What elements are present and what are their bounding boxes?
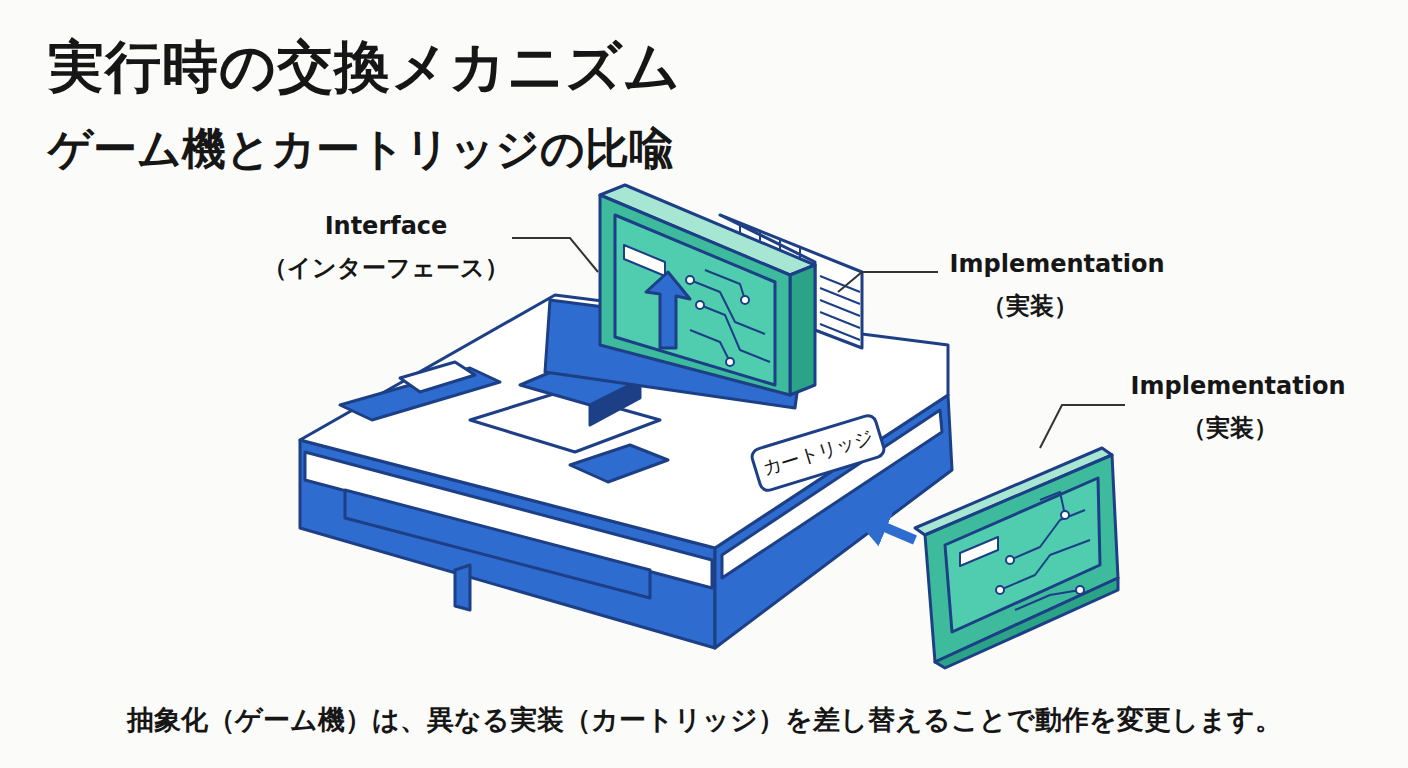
reset-button <box>570 445 668 482</box>
insert-arrow <box>646 272 690 348</box>
cartridge-sticker <box>624 245 665 276</box>
diagram-title: 実行時の交換メカニズム <box>48 30 681 106</box>
eject-lever-side <box>590 380 640 425</box>
console-notch <box>455 565 470 610</box>
callout-label: Implementation <box>1131 372 1346 400</box>
circuit-lines <box>686 270 770 366</box>
cartridge-window <box>615 215 775 385</box>
swap-arrow <box>868 520 915 540</box>
callout-label: （実装） <box>982 290 1078 322</box>
cartridge-window <box>945 478 1100 632</box>
power-switch <box>400 362 475 392</box>
diagram-caption: 抽象化（ゲーム機）は、異なる実装（カートリッジ）を差し替えることで動作を変更しま… <box>127 702 1282 738</box>
callout-label: Implementation <box>950 250 1165 278</box>
callout-label: （実装） <box>1182 412 1278 444</box>
circuit-lines <box>996 492 1090 610</box>
console-front-stripe <box>345 490 650 598</box>
console-side-band <box>722 410 942 578</box>
cartridge-inserted <box>600 195 790 395</box>
cartridge-sticker <box>960 537 998 566</box>
callout-label: （インターフェース） <box>263 252 509 284</box>
callout-label: Interface <box>325 212 448 240</box>
diagram-subtitle: ゲーム機とカートリッジの比喩 <box>48 120 673 179</box>
cartridge-edge <box>790 265 815 395</box>
